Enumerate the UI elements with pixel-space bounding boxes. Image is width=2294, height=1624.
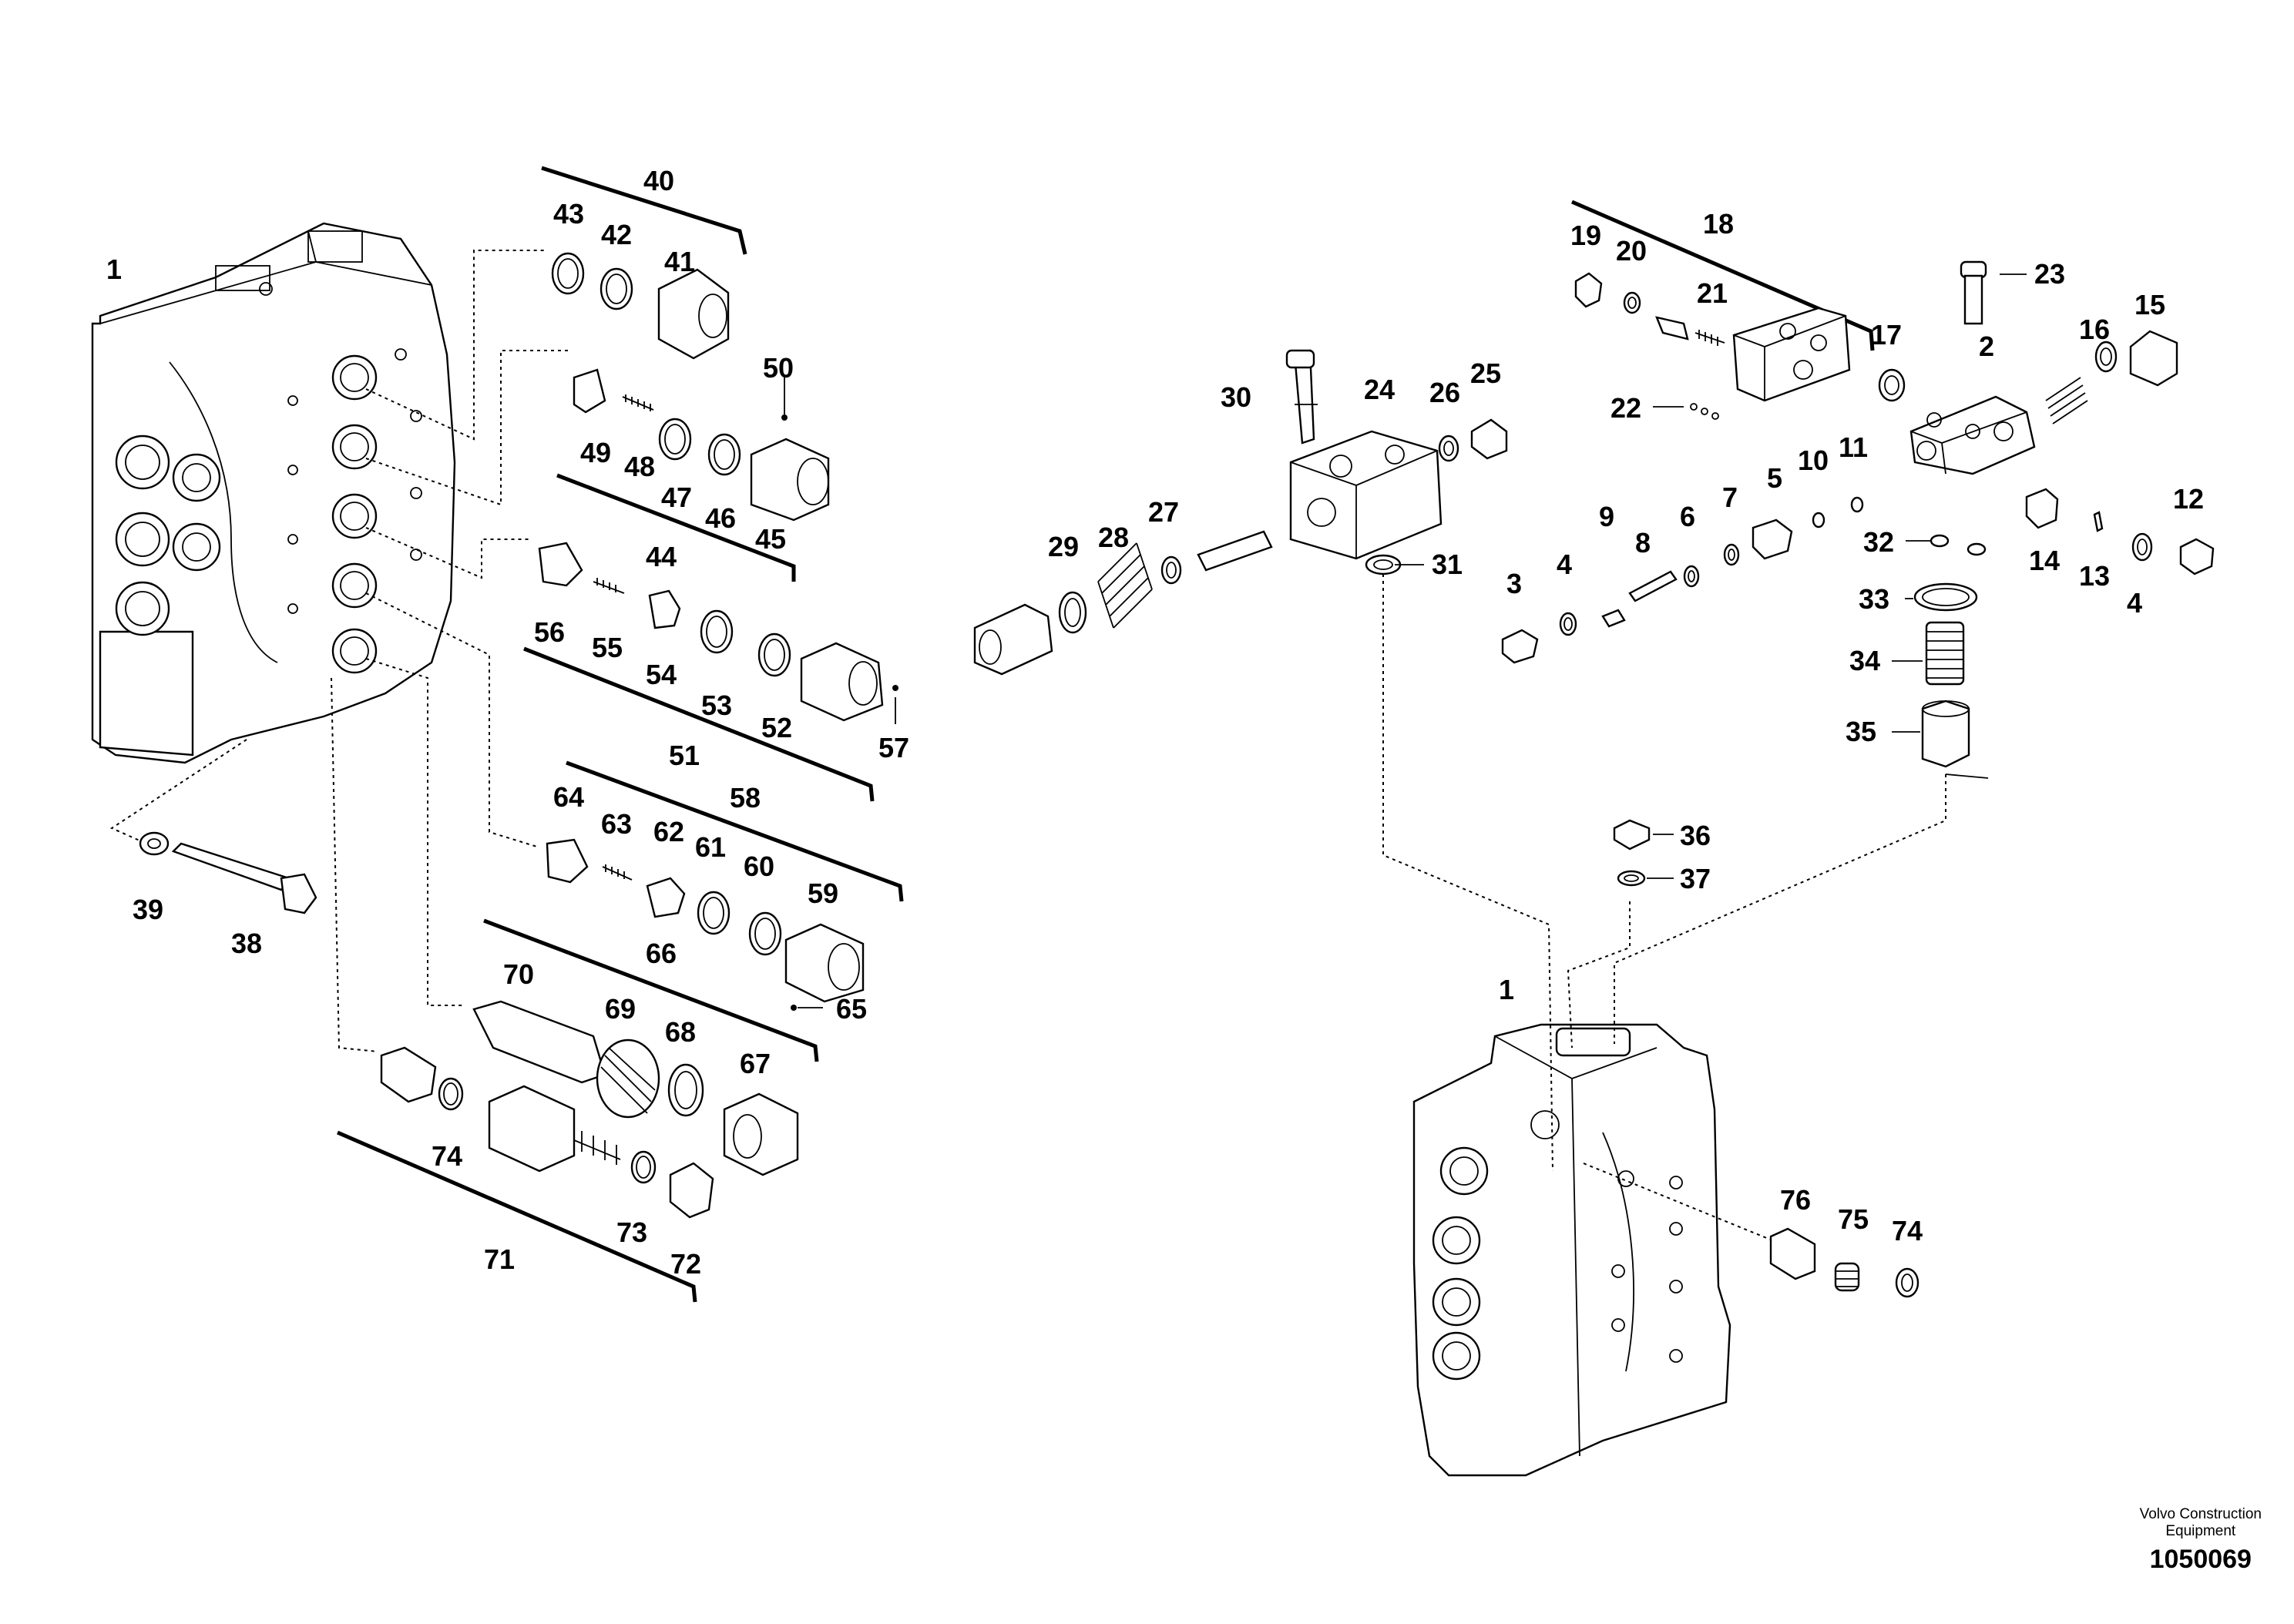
callout-4-right: 4 [2127,587,2142,619]
callout-40: 40 [643,165,674,196]
callout-33: 33 [1859,583,1889,615]
callout-74-left: 74 [432,1140,462,1172]
callout-1-right: 1 [1499,974,1514,1005]
callout-69: 69 [605,993,636,1025]
callout-63: 63 [601,808,632,840]
callout-53: 53 [701,690,732,721]
callout-34: 34 [1849,645,1880,676]
callout-41: 41 [664,246,695,277]
callout-51: 51 [669,740,700,771]
callout-13: 13 [2079,560,2110,592]
callout-1-left: 1 [106,253,122,285]
callout-35: 35 [1846,716,1876,747]
callout-49: 49 [580,437,611,468]
callout-12: 12 [2173,483,2204,515]
drawing-number: 1050069 [2149,1545,2252,1574]
callout-75: 75 [1838,1203,1869,1235]
callout-15: 15 [2134,289,2165,320]
callout-19: 19 [1570,220,1601,251]
callout-70: 70 [503,958,534,990]
callout-45: 45 [755,523,786,555]
callout-29: 29 [1048,531,1079,562]
callout-60: 60 [744,851,774,882]
callout-22: 22 [1611,392,1641,424]
callout-44: 44 [646,541,677,572]
right-component-parts [973,260,2215,1298]
callout-2: 2 [1979,331,1994,362]
callout-28: 28 [1098,522,1129,553]
callout-43: 43 [553,198,584,230]
callout-30: 30 [1221,381,1251,413]
callout-61: 61 [695,831,726,863]
left-component-parts [139,252,898,1219]
callout-52: 52 [761,712,792,743]
leader-lines [109,250,1946,1241]
callout-58: 58 [730,782,761,814]
callout-65: 65 [836,993,867,1025]
callout-67: 67 [740,1048,771,1079]
callout-26: 26 [1429,377,1460,408]
callout-50: 50 [763,352,794,384]
callout-76: 76 [1780,1184,1811,1216]
callout-7: 7 [1722,481,1738,513]
callout-10: 10 [1798,445,1829,476]
callout-5: 5 [1767,462,1782,494]
callout-27: 27 [1148,496,1179,528]
callout-42: 42 [601,219,632,250]
callout-17: 17 [1871,319,1902,351]
callout-18: 18 [1703,208,1734,240]
callout-4-left: 4 [1557,549,1572,580]
callout-39: 39 [133,894,163,925]
group-brackets [337,166,1875,1303]
callout-64: 64 [553,781,584,813]
company-name-line1: Volvo Construction [2139,1506,2262,1522]
callout-21: 21 [1697,277,1728,309]
callout-11: 11 [1839,431,1868,463]
callout-71: 71 [484,1243,515,1275]
callout-3: 3 [1506,568,1522,599]
callout-36: 36 [1680,820,1711,851]
callout-74-right: 74 [1892,1215,1923,1247]
callout-57: 57 [878,732,909,763]
callout-25: 25 [1470,357,1501,389]
callout-23: 23 [2034,258,2065,290]
callout-72: 72 [670,1248,701,1280]
callout-73: 73 [616,1216,647,1248]
company-name-line2: Equipment [2165,1523,2236,1539]
callout-48: 48 [624,451,655,482]
callout-20: 20 [1616,235,1647,267]
drawing-caption: Volvo Construction Equipment 1050069 [2140,1506,2262,1575]
callout-24: 24 [1364,374,1395,405]
valve-body-left [91,222,456,764]
callout-68: 68 [665,1016,696,1048]
callout-55: 55 [592,632,623,663]
callout-9: 9 [1599,501,1614,532]
callout-14: 14 [2029,545,2060,576]
callout-59: 59 [808,877,838,909]
callout-54: 54 [646,659,677,690]
callout-62: 62 [653,816,684,847]
callout-66: 66 [646,938,677,969]
callout-6: 6 [1680,501,1695,532]
callout-8: 8 [1635,527,1651,559]
callout-32: 32 [1863,526,1894,558]
callout-connectors [1295,273,2027,879]
callout-56: 56 [534,616,565,648]
callout-37: 37 [1680,863,1711,894]
callout-46: 46 [705,502,736,534]
valve-body-right [1412,1023,1731,1477]
callout-31: 31 [1432,549,1463,580]
callout-16: 16 [2079,314,2110,345]
callout-47: 47 [661,481,692,513]
callout-38: 38 [231,928,262,959]
callout-labels: 1 1 2 3 4 4 5 6 7 8 9 10 11 12 13 14 15 … [106,165,2204,1280]
